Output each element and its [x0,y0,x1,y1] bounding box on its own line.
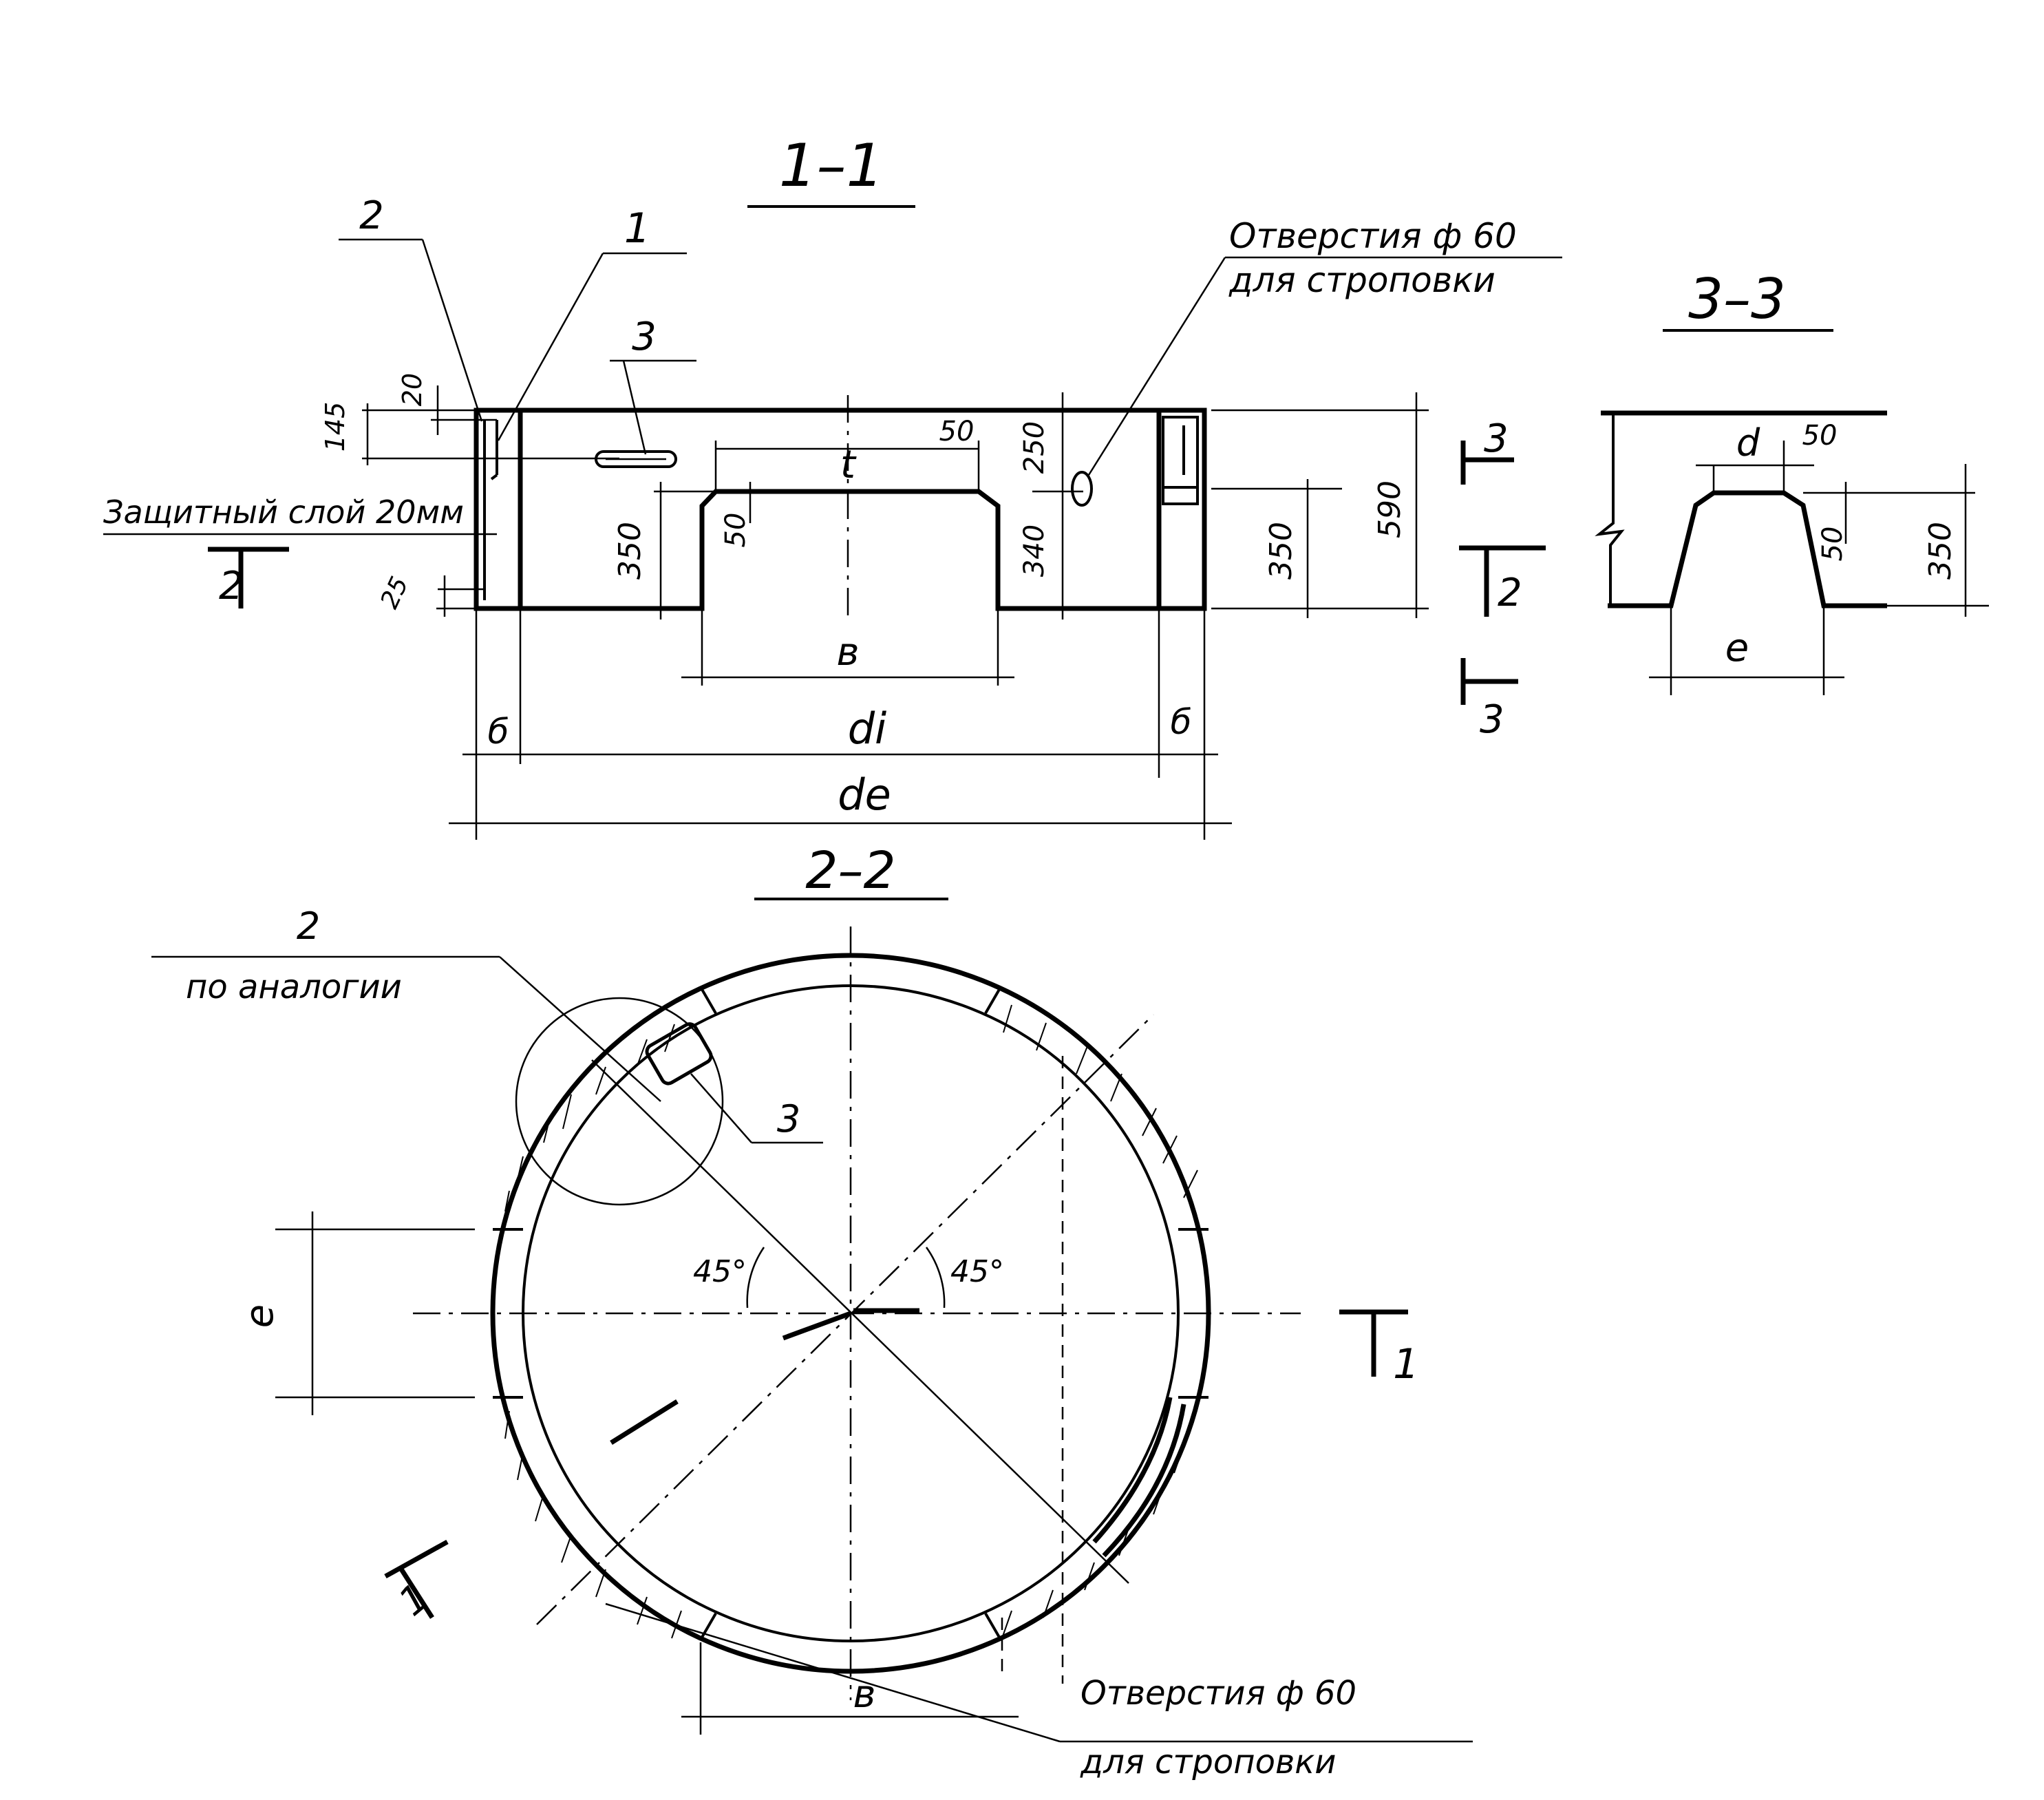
protective-layer-note: Защитный слой 20мм [103,494,464,531]
dim-350-right: 350 [1264,522,1299,580]
s33-dim-e: e [1725,626,1749,670]
angle-right: 45° [950,1254,1004,1289]
dim-145: 145 [320,402,350,452]
detail-circle [515,997,724,1206]
lifting-loop-plan [645,1022,713,1086]
section-1-1-title: 1–1 [779,131,884,200]
section-1-1: 1–1 2 1 3 Отверстия ф 60 дл [103,131,1562,840]
dim-20: 20 [397,373,427,406]
ring-section-outline [473,407,1207,611]
cut-mark-3-bottom: 3 [1480,697,1504,742]
callout-3: 3 [632,315,657,359]
dim-b-right: б [1171,702,1192,742]
dim-250: 250 [1019,421,1050,474]
holes-note-line2: для строповки [1228,260,1495,300]
slinging-hole [1071,471,1093,507]
dim-25: 25 [375,573,414,613]
dim-590: 590 [1372,480,1407,538]
dim-340: 340 [1019,525,1050,577]
detail-note: по аналогии [186,968,402,1006]
cut-mark-1-right: 1 [1393,1340,1419,1388]
s33-dim-50-side: 50 [1817,527,1849,562]
s33-dim-350: 350 [1923,522,1958,580]
detail-callout-2: 2 [297,904,320,948]
plan-dim-v: в [853,1672,875,1717]
s33-dim-d: d [1736,421,1760,465]
holes-note-line1: Отверстия ф 60 [1229,216,1517,256]
detail-callout-3: 3 [777,1097,800,1141]
dim-v: в [836,630,859,675]
wall-hatch [504,1004,1198,1639]
plan-holes-line2: для строповки [1080,1743,1336,1781]
dim-de: de [838,770,891,820]
plan-holes-line1: Отверстия ф 60 [1080,1674,1356,1713]
section-2-2-plan: 2–2 [151,841,1473,1781]
section-3-3-title: 3–3 [1688,267,1786,331]
cut-mark-3-top: 3 [1484,416,1509,461]
dim-di: di [848,703,887,754]
section-2-2-title: 2–2 [805,841,895,900]
dim-50-chamfer: 50 [720,513,752,548]
dim-50-top: 50 [939,416,975,447]
plan-dim-e: e [237,1304,282,1328]
dim-b-left: б [488,712,509,752]
callout-1: 1 [624,204,650,253]
dim-350-opening: 350 [613,522,648,580]
opening-profile [1608,490,1887,608]
callout-2: 2 [359,193,384,238]
section-3-3: 3–3 d 50 350 50 e [1595,267,1989,695]
cut-mark-2: 2 [1498,571,1522,615]
s33-dim-50-top: 50 [1802,420,1838,452]
dim-t: t [840,443,857,487]
embedded-part [1162,416,1199,505]
angle-left: 45° [693,1254,747,1289]
